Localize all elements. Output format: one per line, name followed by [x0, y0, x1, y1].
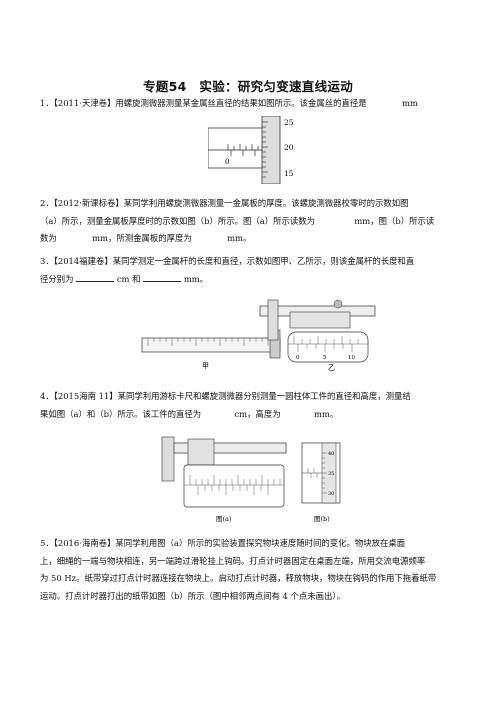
q3-blank-2[interactable] [143, 272, 182, 282]
q1-zero: 0 [225, 158, 229, 166]
q3-blank-1[interactable] [76, 272, 115, 282]
q3-line-2-a: 径分别为 [40, 273, 74, 284]
q2-line-3: 数为 mm，所测金属板的厚度为 mm。 [40, 230, 460, 248]
question-1: 1．【2011·天津卷】用螺旋测微器测量某金属丝直径的结果如图所示。该金属丝的直… [40, 95, 460, 113]
q1-micrometer-figure: 25 20 15 0 [208, 116, 294, 184]
q3-line-2: 径分别为 cm 和 mm。 [40, 271, 460, 289]
q2-line-3-b: mm，所测金属板的厚度为 [92, 233, 192, 243]
q2-line-1: 2．【2012·新课标卷】某同学利用螺旋测微器测量一金属板的厚度。该螺旋测微器校… [40, 198, 409, 208]
q3-mark-5: 5 [323, 355, 327, 361]
q4-caption-b: 图(b) [314, 515, 330, 523]
q5-line-3: 为 50 Hz。纸带穿过打点计时器连接在物块上。启动打点计时器，释放物块，物块在… [40, 573, 437, 583]
q4-line-2-b: cm，高度为 [234, 408, 281, 419]
q3-label-jia: 甲 [202, 362, 209, 370]
q1-scale-20: 20 [284, 143, 294, 152]
q4-line-2: 果如图（a）和（b）所示。该工件的直径为 cm，高度为 mm。 [40, 406, 460, 424]
q2-line-3-c: mm。 [227, 233, 252, 243]
q1-text: 1．【2011·天津卷】用螺旋测微器测量某金属丝直径的结果如图所示。该金属丝的直… [40, 98, 367, 108]
q4-micro-40: 40 [328, 451, 334, 457]
q1-scale-15: 15 [284, 169, 294, 178]
q5-line-2: 上，细绳的一端与物块相连，另一端跨过滑轮挂上钩码。打点计时器固定在桌面左端，所用… [40, 555, 426, 566]
question-3: 3．【2014福建卷】某同学测定一金属杆的长度和直径，示数如图甲、乙所示，则该金… [40, 253, 460, 288]
question-5: 5．【2016·海南卷】某同学利用图（a）所示的实验装置探究物块速度随时间的变化… [40, 535, 460, 605]
q4-figure: 图(a) 40 35 30 图(b) [161, 436, 341, 523]
q1-unit: mm [401, 98, 418, 108]
q2-line-3-a: 数为 [40, 233, 57, 243]
q3-label-yi: 乙 [328, 364, 335, 372]
q4-micro-35: 35 [328, 471, 334, 477]
q3-mark-0: 0 [296, 355, 300, 361]
q2-line-2-text: （a）所示，测量金属板厚度时的示数如图（b）所示。图（a）所示读数为 [40, 215, 315, 226]
q3-mark-10: 10 [348, 355, 355, 361]
q5-line-4: 运动。打点计时器打出的纸带如图（b）所示（图中相邻两点间有 4 个点未画出）。 [40, 590, 345, 601]
q4-line-2-a: 果如图（a）和（b）所示。该工件的直径为 [40, 408, 202, 419]
q3-line-2-c: mm。 [183, 273, 209, 284]
q3-line-1: 3．【2014福建卷】某同学测定一金属杆的长度和直径，示数如图甲、乙所示，则该金… [40, 256, 415, 266]
question-2: 2．【2012·新课标卷】某同学利用螺旋测微器测量一金属板的厚度。该螺旋测微器校… [40, 195, 460, 248]
q3-caliper-figure: 甲 0 5 10 乙 [141, 299, 376, 372]
page-title: 专题54 实验：研究匀变速直线运动 [143, 79, 353, 94]
q4-line-2-c: mm。 [313, 408, 339, 419]
q2-line-2-unit: mm，图（b）所示读 [354, 215, 435, 226]
q4-line-1: 4．【2015海南 11】某同学利用游标卡尺和螺旋测微器分别测量一圆柱体工件的直… [40, 391, 411, 401]
q4-caption-a: 图(a) [216, 515, 232, 523]
q3-line-2-b: cm 和 [116, 273, 141, 284]
question-4: 4．【2015海南 11】某同学利用游标卡尺和螺旋测微器分别测量一圆柱体工件的直… [40, 388, 460, 423]
q2-line-2: （a）所示，测量金属板厚度时的示数如图（b）所示。图（a）所示读数为 mm，图（… [40, 213, 460, 231]
q1-scale-25: 25 [284, 118, 294, 127]
q5-line-1: 5．【2016·海南卷】某同学利用图（a）所示的实验装置探究物块速度随时间的变化… [40, 538, 406, 548]
q4-micro-30: 30 [328, 491, 334, 497]
